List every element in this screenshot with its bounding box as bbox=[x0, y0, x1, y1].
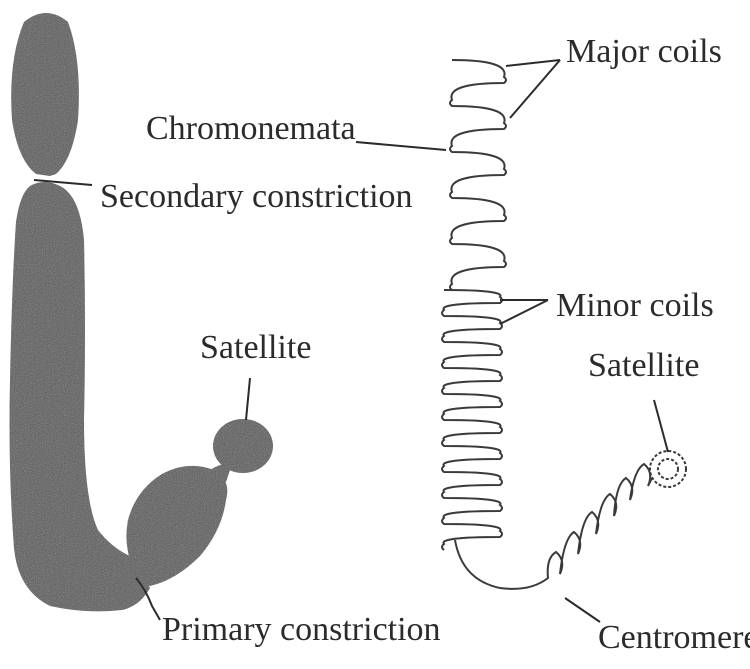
coiled-chromonemata bbox=[442, 60, 686, 589]
label-satellite-left: Satellite bbox=[200, 329, 311, 366]
chromosome-upper-arm bbox=[11, 13, 79, 176]
chromosome-short-arm bbox=[126, 466, 227, 586]
condensed-chromosome bbox=[10, 13, 274, 611]
chromonemata-line bbox=[356, 142, 446, 150]
label-minor-coils: Minor coils bbox=[556, 287, 714, 324]
label-centromere: Centromere bbox=[598, 619, 750, 656]
satellite-coil bbox=[650, 451, 686, 487]
right-leader-lines bbox=[356, 60, 668, 622]
satellite-right-line bbox=[654, 400, 668, 452]
satellite-coil-inner bbox=[658, 459, 678, 479]
label-chromonemata: Chromonemata bbox=[146, 110, 356, 147]
major-coils-line-2 bbox=[510, 60, 560, 118]
centromere-line bbox=[565, 598, 600, 622]
label-satellite-right: Satellite bbox=[588, 347, 699, 384]
short-arm-coils bbox=[455, 464, 652, 589]
label-primary-constriction: Primary constriction bbox=[162, 611, 441, 648]
minor-coil-strand bbox=[442, 290, 502, 550]
satellite-left-line bbox=[246, 378, 250, 420]
major-coil-strand bbox=[450, 60, 506, 290]
major-coils-line-1 bbox=[506, 60, 560, 66]
label-secondary-constriction: Secondary constriction bbox=[100, 178, 413, 215]
label-major-coils: Major coils bbox=[566, 33, 722, 70]
minor-coils-line-2 bbox=[500, 300, 548, 324]
